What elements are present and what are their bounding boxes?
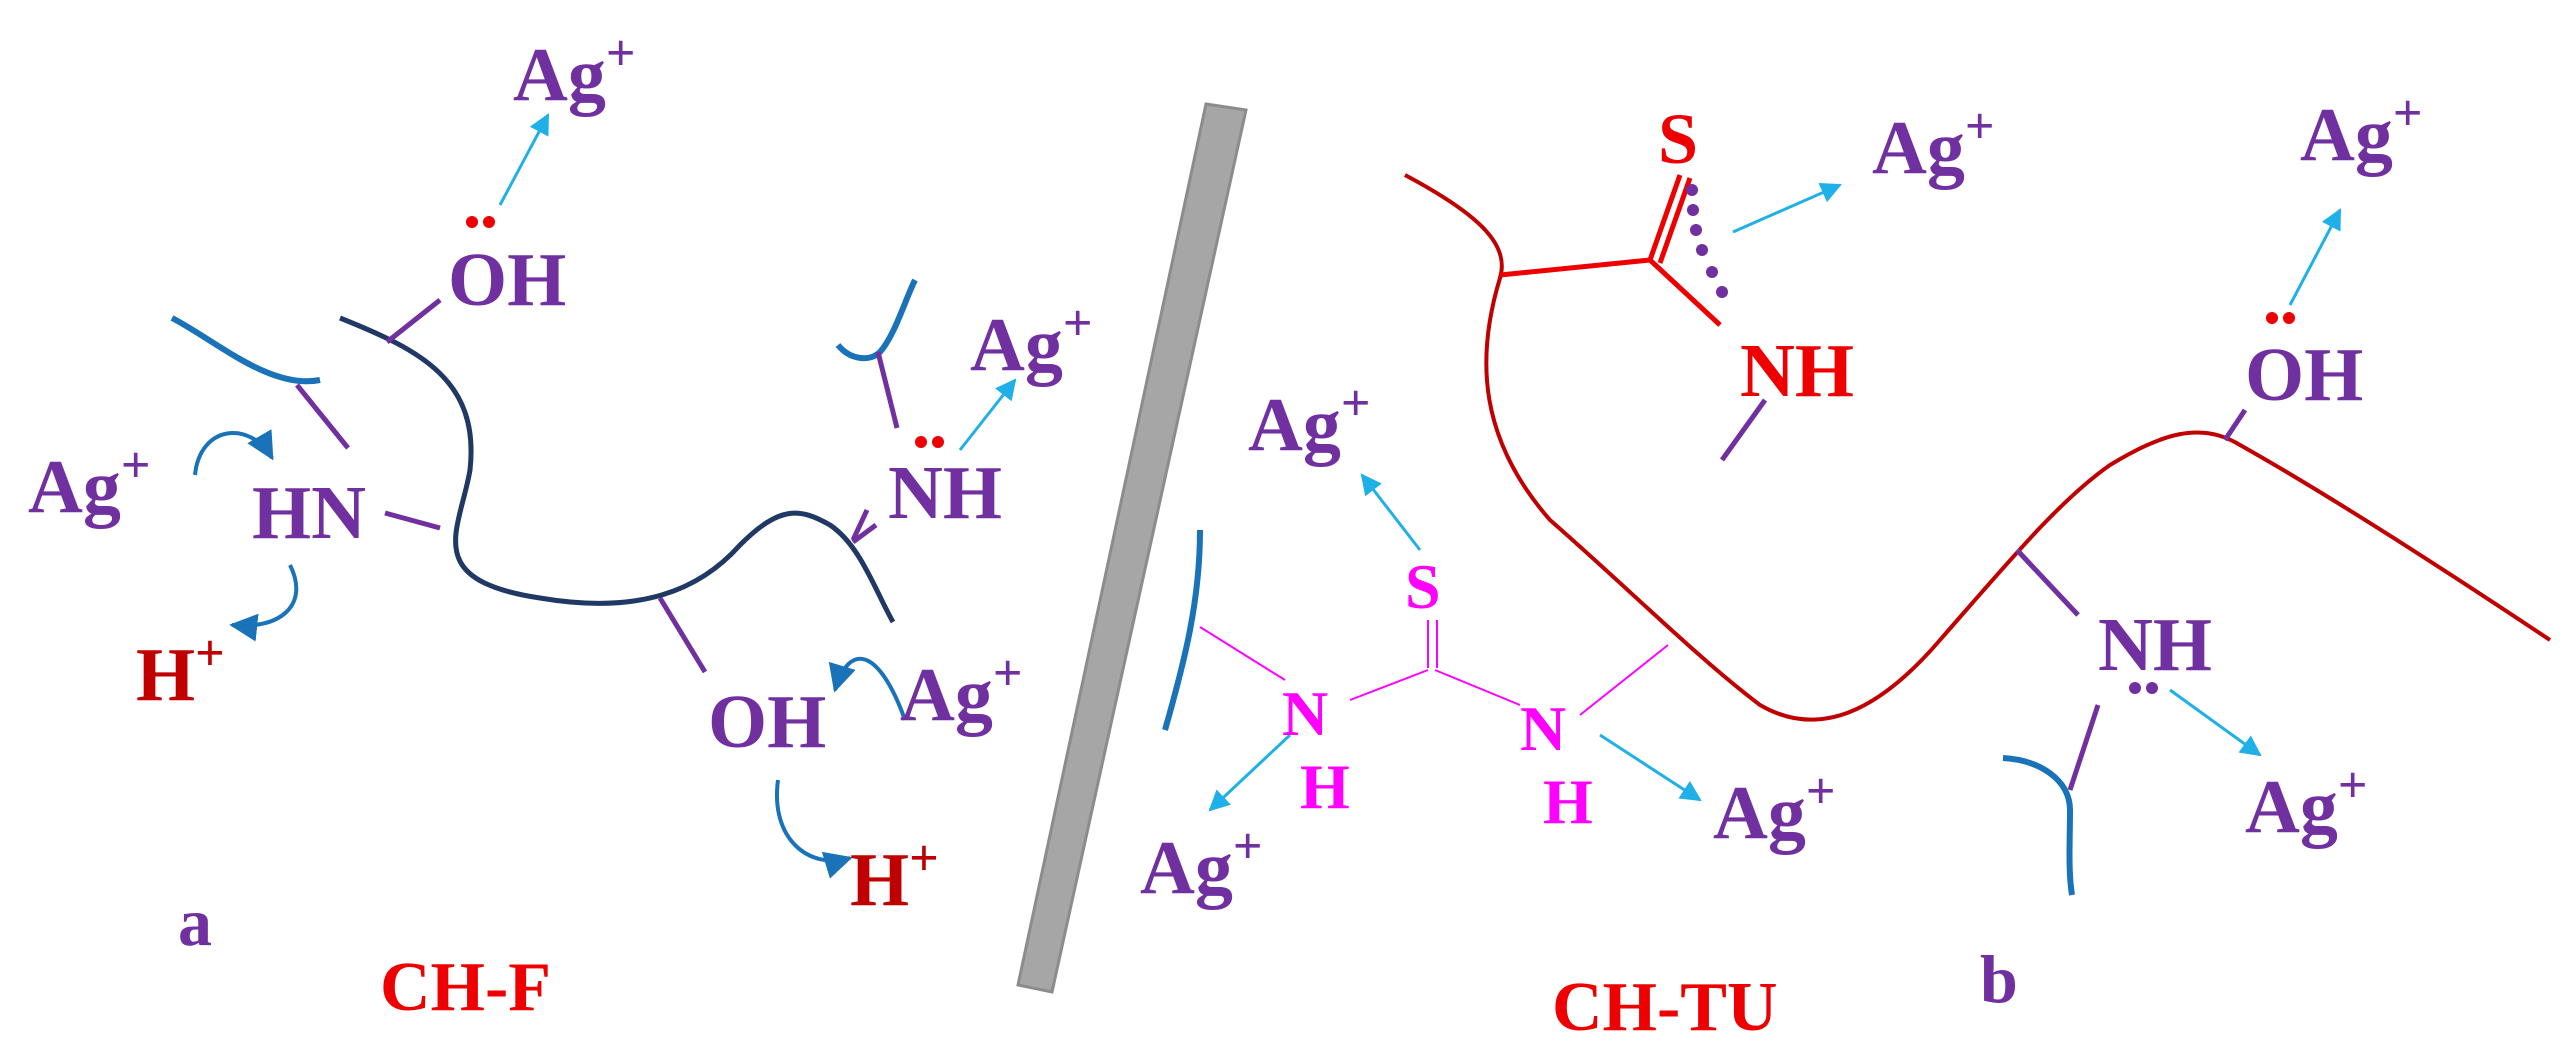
amine-label: HN [252,471,366,555]
ag-ion-label: Ag+ [900,645,1023,737]
bond-nh-tail [1719,398,1768,462]
bond-c-nh [1648,258,1722,327]
bond-thione-cs-double [1657,177,1693,264]
panel-b-letter: b [1980,941,2018,1017]
coordination-arrow [2169,688,2262,757]
coordination-arrow [958,378,1017,451]
exchange-arrow-h-out-left [229,564,299,642]
blue-chain-fragment-right [835,278,918,362]
bond-thiourea [1199,626,1286,681]
ag-ion-label: Ag+ [1872,98,1995,190]
lone-pair-dot [932,436,944,448]
sulfur-label: S [1658,99,1698,179]
proton-label: H+ [136,625,225,717]
resonance-dots [1686,184,1728,298]
bond-thiourea [1349,669,1429,701]
ag-ion-label: Ag+ [28,437,151,529]
bond-oh-top [385,298,442,344]
blue-chain-fragment [2002,755,2075,896]
bond-oh-bottom [657,596,708,674]
coordination-arrow [498,113,550,206]
lone-pair-dot [915,436,927,448]
lone-pair-dot [2283,312,2295,324]
amine-label: NH [888,451,1002,535]
amine-label: NH [2098,603,2212,687]
proton-label: H+ [850,830,939,922]
blue-chain-fragment [1162,529,1203,731]
thiourea-hydrogen-label: H [1543,766,1593,837]
thiourea-sulfur-label: S [1405,551,1441,622]
ag-ion-label: Ag+ [1248,375,1371,467]
blue-chain-fragment-left [170,315,321,385]
bond-thiourea [1434,669,1521,706]
hydroxyl-label: OH [448,238,566,322]
panel-a-letter: a [178,884,212,960]
panel-b-title: CH-TU [1552,969,1778,1046]
lone-pair-dot [466,216,478,228]
ch-f-backbone [339,315,896,624]
bond-hn-chain [384,510,441,531]
exchange-arrow-h-out-right [774,779,853,879]
lone-pair-dot [483,216,495,228]
ag-ion-label: Ag+ [2245,757,2368,849]
bond-branch [1499,257,1651,278]
ag-ion-label: Ag+ [1140,818,1263,910]
coordination-arrow [1360,473,1422,551]
coordination-arrow [2288,208,2342,306]
bond-oh [2222,408,2248,442]
ag-ion-label: Ag+ [513,25,636,117]
lone-pair-dot [2266,312,2278,324]
lone-pair-dot [2129,682,2141,694]
bond-thione-cs [1647,174,1683,261]
panel-a: Ag+ OH Ag+ HN H+ Ag+ NH OH Ag+ H+ a CH-F [28,25,1093,1026]
amine-label: NH [1740,329,1854,413]
coordination-arrow [1208,733,1292,812]
panel-divider [1016,102,1248,994]
coordination-arrow [1599,733,1702,802]
bond-nh-stub [850,508,870,542]
thiourea-nitrogen-label: N [1520,693,1566,764]
thiourea-nitrogen-label: N [1282,678,1328,749]
bond-nh-upper [2015,548,2080,617]
hydroxyl-label: OH [2245,333,2363,417]
ch-tu-backbone [1404,173,2552,722]
bond-thiourea [1579,644,1669,716]
bond-nh-lower [2067,704,2101,791]
coordination-arrow [1732,182,1842,234]
bond-hn [295,383,350,450]
thiourea-hydrogen-label: H [1300,751,1350,822]
ag-ion-label: Ag+ [970,295,1093,387]
exchange-arrow-ag-in-right [828,656,907,721]
exchange-arrow-ag-in-left [193,429,274,476]
bond-nh-up [875,351,900,429]
panel-b: S Ag+ NH Ag+ OH NH Ag+ Ag+ S N H N H Ag+… [1140,85,2552,1046]
ag-ion-label: Ag+ [2300,85,2423,177]
lone-pair-dot [2146,682,2158,694]
ag-ion-label: Ag+ [1713,763,1836,855]
panel-a-title: CH-F [380,949,551,1026]
hydroxyl-label: OH [708,680,826,764]
bond-nh-down [851,522,878,545]
